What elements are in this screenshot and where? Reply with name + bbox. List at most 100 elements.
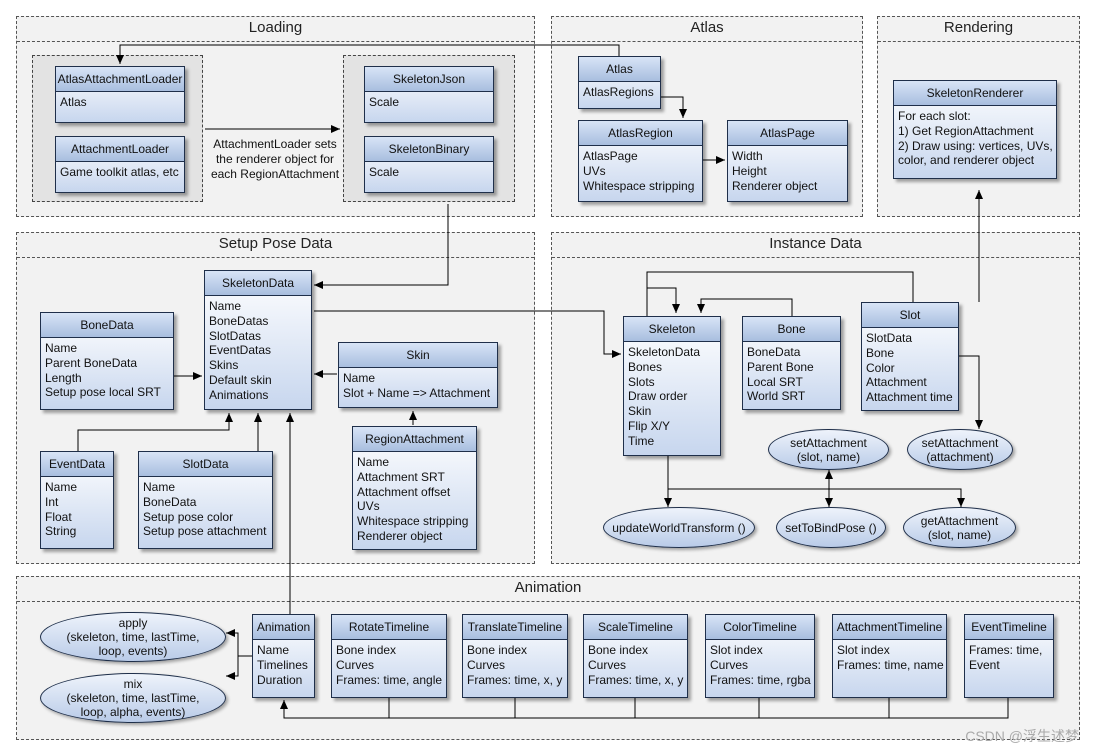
class-field: Name (343, 371, 376, 385)
class-title: Skin (339, 343, 497, 368)
section-title-loading: Loading (17, 17, 534, 42)
class-event-data: EventData Name Int Float String (40, 451, 114, 549)
class-field: Int (45, 494, 59, 509)
class-field: Duration (257, 672, 303, 687)
class-field: Frames: time, name (837, 657, 944, 672)
class-scale-timeline: ScaleTimeline Bone index Curves Frames: … (583, 614, 688, 698)
class-field: Bone index (588, 643, 649, 657)
class-field: Attachment offset (357, 484, 451, 499)
class-field: String (45, 524, 77, 539)
class-field: Skin (628, 404, 652, 419)
class-translate-timeline: TranslateTimeline Bone index Curves Fram… (462, 614, 568, 698)
class-field: Atlas (60, 95, 87, 109)
class-field: Animations (209, 387, 269, 402)
class-field: Curves (336, 657, 375, 672)
class-field: Float (45, 509, 72, 524)
class-bone: Bone BoneData Parent Bone Local SRT Worl… (742, 316, 841, 410)
class-title: TranslateTimeline (463, 615, 567, 640)
class-field: Setup pose local SRT (45, 385, 161, 400)
method-mix: mix (skeleton, time, lastTime, loop, alp… (40, 673, 226, 723)
class-field: color, and renderer object (898, 153, 1035, 168)
class-field: BoneData (143, 494, 197, 509)
class-field: Timelines (257, 657, 308, 672)
class-field: Draw order (628, 389, 688, 404)
class-field: Whitespace stripping (583, 178, 695, 193)
class-field: Frames: time, (969, 643, 1043, 657)
class-field: Default skin (209, 372, 272, 387)
class-field: Frames: time, angle (336, 672, 443, 687)
class-field: Setup pose attachment (143, 524, 267, 539)
class-title: AttachmentTimeline (833, 615, 946, 640)
class-title: Atlas (579, 57, 660, 82)
class-field: Game toolkit atlas, etc (60, 165, 179, 179)
class-field: EventDatas (209, 343, 272, 358)
class-field: Bone index (467, 643, 528, 657)
class-event-timeline: EventTimeline Frames: time, Event (964, 614, 1054, 698)
class-field: Name (45, 341, 78, 355)
class-field: SlotDatas (209, 328, 262, 343)
class-field: Curves (467, 657, 506, 672)
class-title: Animation (253, 615, 314, 640)
class-field: 2) Draw using: vertices, UVs, (898, 138, 1053, 153)
class-title: SkeletonRenderer (894, 81, 1056, 106)
class-title: RotateTimeline (332, 615, 446, 640)
class-field: World SRT (747, 389, 806, 404)
class-title: ScaleTimeline (584, 615, 687, 640)
method-apply: apply (skeleton, time, lastTime, loop, e… (40, 612, 226, 662)
class-title: Skeleton (624, 317, 720, 342)
class-field: Curves (588, 657, 627, 672)
class-field: Setup pose color (143, 509, 234, 524)
class-field: Height (732, 163, 767, 178)
class-field: Bones (628, 359, 663, 374)
class-field: Name (45, 480, 78, 494)
class-field: SlotData (866, 331, 913, 345)
class-skeleton-binary: SkeletonBinary Scale (364, 136, 494, 193)
class-field: Scale (369, 165, 400, 179)
class-field: Local SRT (747, 374, 803, 389)
class-field: Skins (209, 358, 239, 373)
section-title-setup: Setup Pose Data (17, 233, 534, 258)
class-title: SkeletonJson (365, 67, 493, 92)
class-field: Slots (628, 374, 655, 389)
class-skeleton-json: SkeletonJson Scale (364, 66, 494, 123)
class-field: Color (866, 360, 895, 375)
class-animation: Animation Name Timelines Duration (252, 614, 315, 698)
class-atlas: Atlas AtlasRegions (578, 56, 661, 109)
class-skeleton-renderer: SkeletonRenderer For each slot: 1) Get R… (893, 80, 1057, 179)
class-atlas-attachment-loader: AtlasAttachmentLoader Atlas (55, 66, 185, 123)
class-field: Frames: time, x, y (467, 672, 563, 687)
class-field: BoneData (747, 345, 801, 359)
class-field: Curves (710, 657, 749, 672)
class-title: EventData (41, 452, 113, 477)
class-field: Whitespace stripping (357, 514, 469, 529)
class-title: EventTimeline (965, 615, 1053, 640)
section-title-instance: Instance Data (552, 233, 1079, 258)
class-atlas-region: AtlasRegion AtlasPage UVs Whitespace str… (578, 120, 703, 202)
class-field: Slot index (710, 643, 763, 657)
class-title: AtlasRegion (579, 121, 702, 146)
class-title: Bone (743, 317, 840, 342)
class-title: SkeletonBinary (365, 137, 493, 162)
class-title: BoneData (41, 313, 173, 338)
class-field: Name (257, 643, 290, 657)
method-update-world-transform: updateWorldTransform () (603, 507, 755, 548)
class-skin: Skin Name Slot + Name => Attachment (338, 342, 498, 408)
class-skeleton: Skeleton SkeletonData Bones Slots Draw o… (623, 316, 721, 456)
class-field: Renderer object (732, 178, 818, 193)
class-title: AtlasPage (728, 121, 847, 146)
class-field: Parent BoneData (45, 355, 138, 370)
watermark: CSDN @浮生述梦 (965, 728, 1079, 744)
class-field: Attachment (866, 375, 927, 390)
class-rotate-timeline: RotateTimeline Bone index Curves Frames:… (331, 614, 447, 698)
class-field: 1) Get RegionAttachment (898, 123, 1034, 138)
class-field: Frames: time, x, y (588, 672, 684, 687)
class-atlas-page: AtlasPage Width Height Renderer object (727, 120, 848, 202)
class-title: Slot (862, 303, 958, 328)
class-field: Event (969, 657, 1000, 672)
class-slot: Slot SlotData Bone Color Attachment Atta… (861, 302, 959, 411)
method-set-attachment: setAttachment (attachment) (907, 429, 1013, 470)
class-field: Attachment time (866, 390, 953, 405)
class-field: Slot index (837, 643, 890, 657)
loader-note: AttachmentLoader sets the renderer objec… (210, 137, 340, 181)
class-field: Bone (866, 345, 895, 360)
